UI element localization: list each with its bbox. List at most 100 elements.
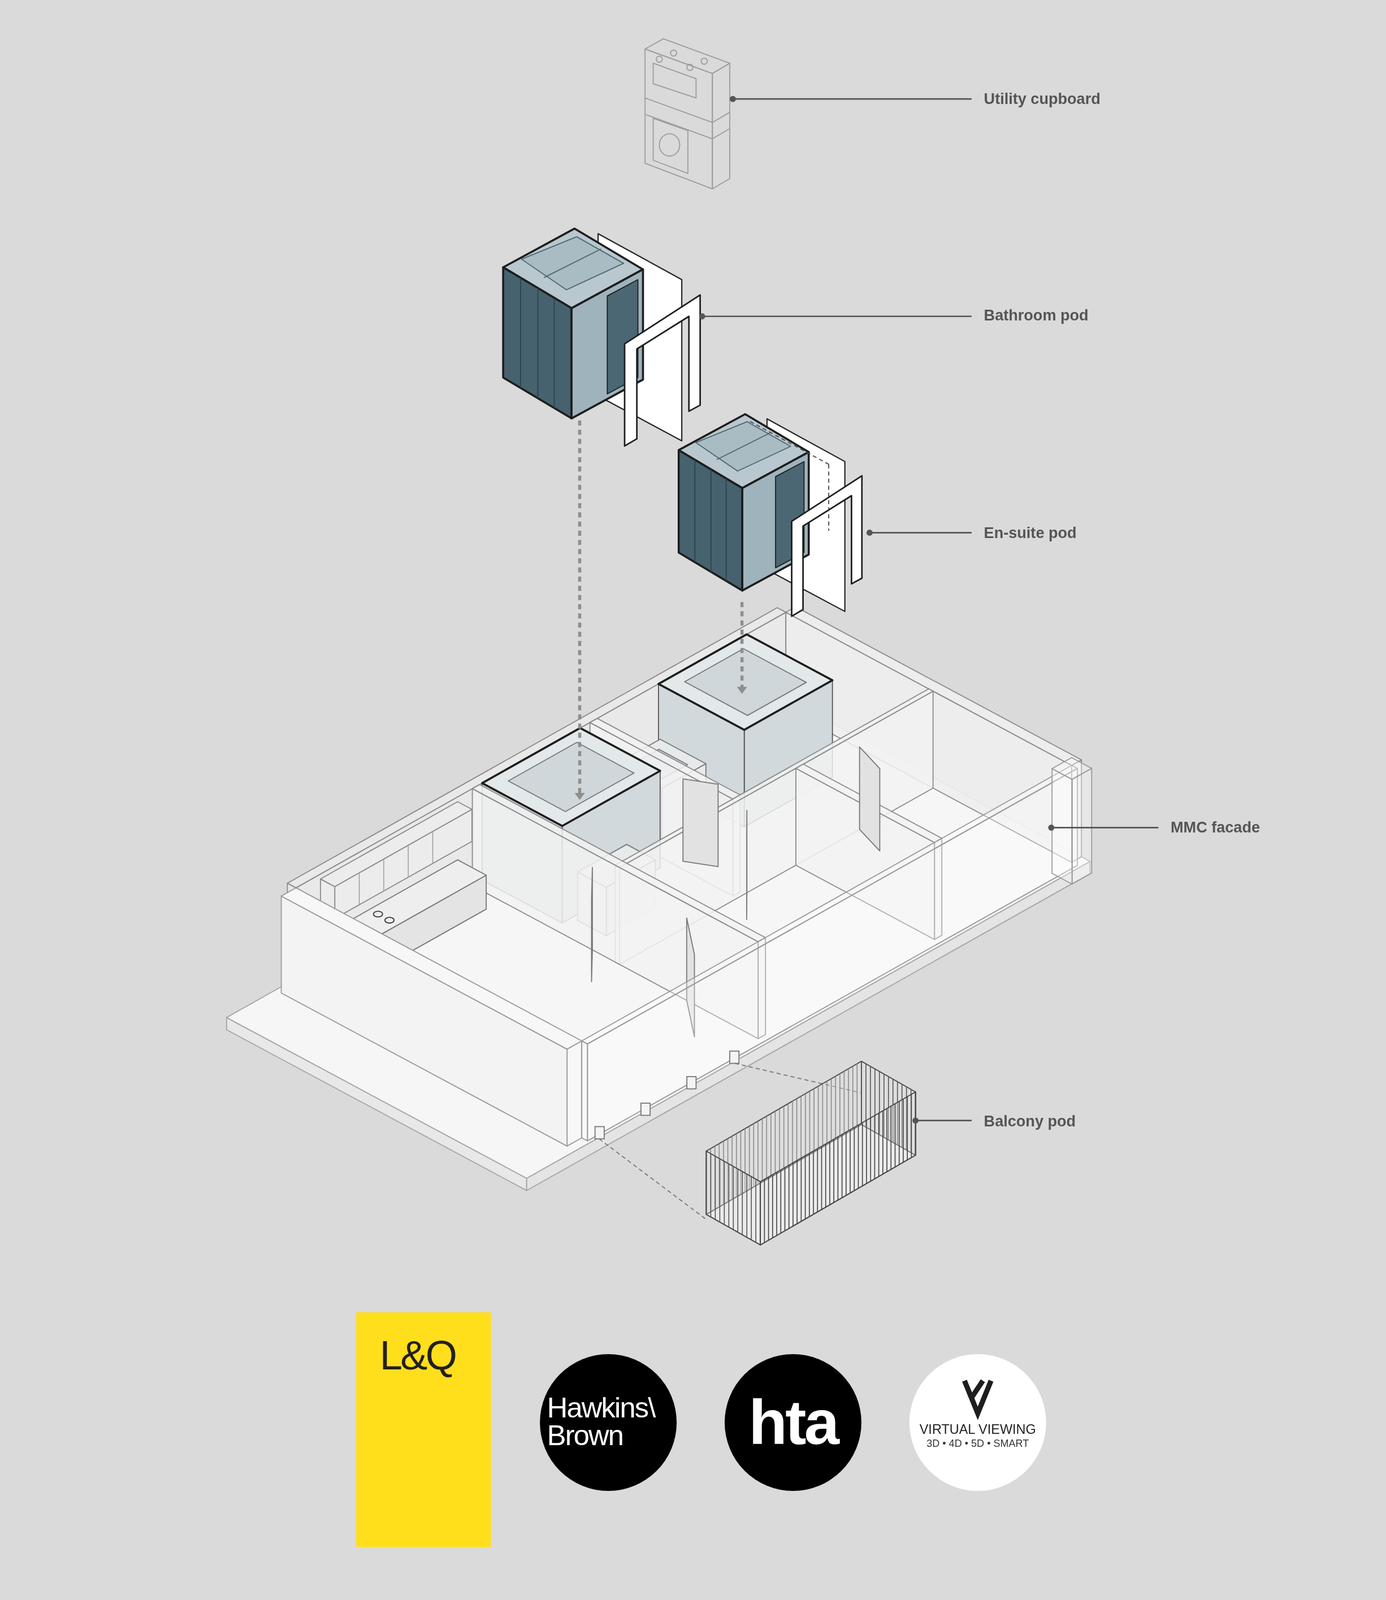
pod-slab	[684, 648, 807, 716]
fixing-line	[599, 1138, 707, 1220]
callout-label: Balcony pod	[984, 1112, 1077, 1132]
balcony-bracket	[729, 1051, 739, 1064]
railing-bar	[724, 1161, 726, 1225]
balcony-bracket	[595, 1126, 605, 1139]
callout-label: Utility cupboard	[984, 89, 1101, 109]
pod-roof-panel	[521, 236, 625, 290]
leader-line	[915, 1119, 972, 1122]
railing-bar	[774, 1111, 777, 1175]
cupboard-shelf	[712, 112, 730, 123]
utility-cupboard	[644, 39, 730, 189]
leader-dot	[729, 96, 736, 103]
apartment-plan	[226, 607, 1092, 1191]
railing-bar	[860, 1061, 863, 1125]
railing-bar	[780, 1170, 782, 1234]
leader-line	[1051, 826, 1159, 829]
logo-panel: L&Q	[356, 1312, 491, 1548]
railing-bar	[898, 1101, 900, 1165]
drop-line	[578, 420, 582, 795]
pod-wall	[503, 267, 572, 419]
drop-arrowhead	[574, 793, 586, 801]
railing-bar	[787, 1103, 790, 1168]
railing-bar	[788, 1165, 790, 1229]
hob-ring	[373, 911, 383, 917]
logo-text: VIRTUAL VIEWING	[919, 1421, 1037, 1439]
logo-text: 3D • 4D • 5D • SMART	[926, 1438, 1029, 1452]
railing-bar	[778, 1109, 781, 1173]
cupboard-frame	[644, 39, 730, 74]
cupboard-fitting	[656, 55, 663, 63]
door-panel	[682, 778, 718, 867]
pod-roof-joint	[716, 432, 770, 460]
railing-bar	[869, 1118, 872, 1182]
callout-label: MMC facade	[1170, 818, 1260, 838]
railing-bar	[845, 1132, 847, 1196]
railing-bar	[856, 1063, 858, 1128]
logo-disc: VIRTUAL VIEWING3D • 4D • 5D • SMART	[909, 1354, 1047, 1492]
balcony-railing	[760, 1092, 916, 1246]
railing-bar	[830, 1079, 833, 1143]
railing-bar	[792, 1162, 794, 1227]
pod-slab	[508, 742, 634, 812]
railing-bar	[858, 1125, 860, 1189]
railing-bar	[796, 1098, 798, 1163]
railing-bar	[800, 1096, 802, 1160]
door-frame	[791, 475, 863, 617]
pod-panel-joint	[553, 297, 556, 409]
cupboard-sink	[653, 63, 697, 98]
railing-bar	[809, 1091, 811, 1155]
cabinet-joint	[408, 845, 409, 878]
railing-bar	[902, 1099, 904, 1163]
door-panel	[591, 867, 593, 982]
leader-dot	[866, 529, 873, 536]
railing-bar	[796, 1160, 798, 1224]
pod-panel-joint	[725, 478, 727, 582]
railing-bar	[719, 1158, 721, 1223]
railing-bar	[761, 1118, 764, 1182]
door-frame	[624, 295, 701, 446]
balcony-railing	[706, 1151, 761, 1246]
railing-bar	[759, 1181, 761, 1246]
railing-bar	[906, 1096, 908, 1160]
cupboard-frame	[712, 63, 730, 189]
railing-bar	[886, 1108, 888, 1172]
railing-bar	[865, 1120, 868, 1184]
railing-bar	[874, 1115, 876, 1180]
railing-bar	[813, 1088, 815, 1152]
railing-bar	[768, 1177, 770, 1241]
mmc-facade-panel	[1051, 757, 1092, 779]
railing-bar	[853, 1127, 855, 1191]
railing-bar	[839, 1073, 841, 1138]
railing-bar	[784, 1167, 786, 1232]
railing-bar	[791, 1101, 794, 1165]
hob-ring	[384, 917, 394, 924]
railing-bar	[816, 1148, 818, 1212]
railing-bar	[750, 1176, 752, 1241]
railing-bar	[770, 1114, 772, 1178]
railing-bar	[829, 1141, 831, 1206]
railing-bar	[833, 1139, 835, 1203]
railing-bar	[894, 1103, 896, 1168]
railing-bar	[804, 1093, 807, 1158]
railing-bar	[733, 1166, 735, 1230]
drop-line	[740, 601, 744, 688]
railing-bar	[911, 1094, 913, 1158]
balcony-bracket	[640, 1103, 651, 1116]
railing-bar	[783, 1106, 785, 1170]
door-panel	[859, 747, 881, 852]
balcony-bracket	[686, 1076, 696, 1090]
hidden-panel-edge	[828, 464, 830, 531]
mmc-facade	[581, 1041, 588, 1142]
railing-bar	[772, 1174, 774, 1238]
leader-dot	[699, 313, 706, 320]
logo-mark	[964, 1380, 991, 1414]
railing-bar	[737, 1168, 739, 1233]
balcony-pod	[599, 1061, 916, 1246]
mmc-facade-panel	[1051, 768, 1072, 885]
railing-bar	[890, 1106, 892, 1170]
door-panel	[746, 810, 748, 920]
railing-bar	[837, 1136, 839, 1201]
railing-bar	[715, 1156, 717, 1220]
